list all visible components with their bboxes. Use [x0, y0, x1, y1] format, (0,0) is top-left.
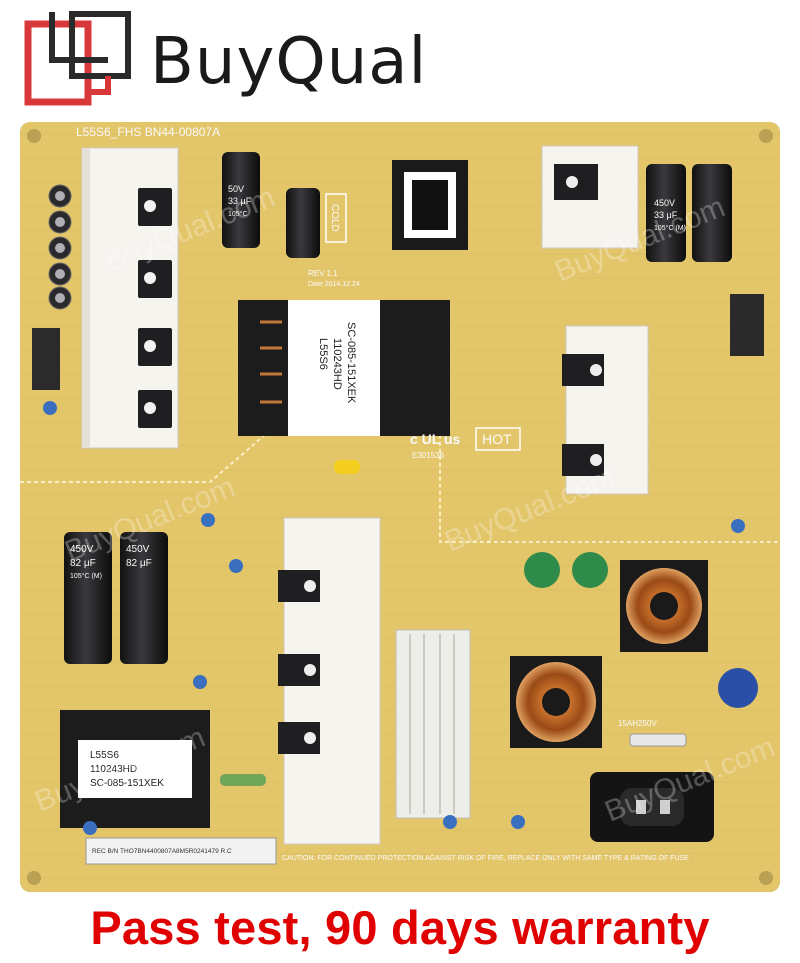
- svg-text:450V: 450V: [126, 544, 150, 555]
- cap-small-label: 50V: [228, 184, 244, 194]
- heatsink-finned: [395, 629, 471, 819]
- bulk-capacitor-right: [120, 532, 168, 664]
- svg-text:105°C (M): 105°C (M): [654, 224, 686, 232]
- svg-text:REC B/N THO7BN4400807A8M5R024: REC B/N THO7BN4400807A8M5R0241479 R.C: [92, 848, 232, 855]
- date-label: Date 2014.12.24: [308, 281, 360, 288]
- rev-label: REV 1.1: [308, 269, 338, 278]
- hot-label: HOT: [482, 431, 512, 447]
- brand-name: BuyQual: [150, 25, 428, 99]
- power-board-photo: L55S6_FHS BN44-00807A REV 1.1 Date 2014.…: [20, 122, 780, 892]
- svg-text:L55S6: L55S6: [90, 750, 119, 761]
- svg-text:105°C: 105°C: [228, 210, 248, 218]
- svg-text:SC-085-151XEK: SC-085-151XEK: [345, 322, 357, 404]
- bulk-capacitor-left: [64, 532, 112, 664]
- svg-text:SC-085-151XEK: SC-085-151XEK: [90, 778, 164, 789]
- ul-mark: c UL us: [410, 431, 461, 447]
- rec-label: [85, 837, 277, 865]
- warranty-text: Pass test, 90 days warranty: [90, 901, 710, 954]
- caution-text: CAUTION: FOR CONTINUED PROTECTION AGAINS…: [282, 855, 689, 862]
- svg-text:110243HD: 110243HD: [90, 764, 137, 775]
- warranty-banner: Pass test, 90 days warranty: [0, 892, 800, 963]
- svg-text:33 μF: 33 μF: [654, 210, 678, 220]
- transformer-label: L55S6: [317, 338, 329, 370]
- header: BuyQual: [0, 0, 800, 118]
- bulk-cap-label: 450V: [70, 544, 94, 555]
- svg-text:105°C (M): 105°C (M): [70, 572, 102, 580]
- ul-code: E301536: [412, 451, 445, 460]
- svg-text:33 μF: 33 μF: [228, 196, 252, 206]
- svg-text:110243HD: 110243HD: [331, 338, 343, 390]
- fuse-label: 15AH250V: [618, 719, 657, 728]
- buyqual-logo-icon: [24, 11, 131, 106]
- svg-text:82 μF: 82 μF: [70, 558, 96, 569]
- model-label: L55S6_FHS BN44-00807A: [76, 125, 220, 139]
- svg-text:82 μF: 82 μF: [126, 558, 152, 569]
- cold-label: COLD: [329, 204, 340, 232]
- cap-right-label: 450V: [654, 198, 675, 208]
